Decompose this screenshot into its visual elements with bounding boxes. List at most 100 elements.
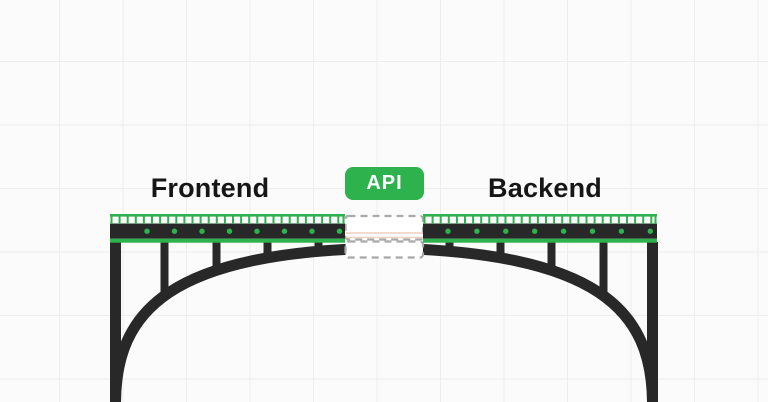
railing-post — [296, 216, 299, 224]
railing-post — [272, 216, 275, 224]
railing-post — [650, 216, 653, 224]
railing-post — [264, 216, 267, 224]
bridge-post — [212, 240, 221, 269]
railing-post — [609, 216, 612, 224]
railing-post — [159, 216, 162, 224]
deck-dot — [589, 228, 596, 234]
railing-post — [528, 216, 531, 224]
bridge-post — [160, 240, 169, 296]
deck-dot — [309, 228, 315, 234]
deck-dot — [144, 228, 150, 234]
railing-post — [496, 216, 499, 224]
railing-post — [472, 216, 475, 224]
deck-dot — [199, 228, 205, 234]
railing-post — [455, 216, 458, 224]
railing-post — [256, 216, 259, 224]
railing-post — [304, 216, 307, 224]
railing-post — [215, 216, 218, 224]
backend-label: Backend — [488, 173, 602, 203]
railing-post — [577, 216, 580, 224]
railing-post — [654, 216, 657, 224]
deck-dot — [532, 228, 538, 234]
railing-post — [634, 216, 637, 224]
deck-dot — [226, 228, 233, 234]
railing-post — [167, 216, 170, 224]
railing-post — [553, 216, 556, 224]
railing-post — [520, 216, 523, 224]
bridge-post — [314, 240, 323, 250]
deck-dot — [254, 228, 260, 234]
bridge-arch — [110, 242, 658, 402]
railing-post — [545, 216, 547, 224]
railing-post — [240, 216, 243, 224]
railing-post — [569, 216, 572, 224]
railing-post — [175, 216, 178, 224]
railing-top-rail — [423, 214, 657, 217]
railing-post — [626, 216, 628, 224]
deck-dot — [560, 228, 567, 234]
railing-post — [488, 216, 491, 224]
bridge-post — [547, 240, 556, 269]
railing-post — [134, 216, 137, 224]
railing-post — [439, 216, 442, 224]
railing-post — [223, 216, 226, 224]
railing-top-rail — [110, 214, 345, 217]
railing-post — [126, 216, 129, 224]
frontend-label: Frontend — [150, 173, 270, 203]
railing-post — [337, 216, 340, 224]
railing-post — [593, 216, 596, 224]
bridge-deck-left — [110, 214, 345, 243]
railing-post — [321, 216, 324, 224]
deck-green-stripe — [423, 238, 657, 243]
railing-post — [561, 216, 564, 224]
deck-dot — [647, 228, 653, 234]
api-badge: API — [345, 167, 424, 200]
deck-dot — [618, 228, 625, 234]
railing-post — [329, 216, 332, 224]
railing-post — [207, 216, 210, 224]
deck-dot — [474, 228, 480, 234]
railing-post — [536, 216, 539, 224]
railing-post — [342, 216, 345, 224]
railing-post — [464, 216, 466, 224]
bridge-post — [445, 240, 454, 250]
bridge-post — [599, 240, 608, 296]
deck-dot — [281, 228, 288, 234]
railing-post — [431, 216, 434, 224]
railing-post — [601, 216, 604, 224]
railing-post — [118, 216, 121, 224]
bridge-pier-right — [647, 242, 658, 402]
railing-post — [313, 216, 315, 224]
railing-post — [151, 216, 153, 224]
railing-post — [512, 216, 515, 224]
bridge-post — [496, 240, 505, 257]
railing-post — [232, 216, 234, 224]
railing-post — [110, 216, 113, 224]
bridge-deck-right — [423, 214, 657, 243]
missing-piece-box-top — [344, 214, 425, 241]
railing-post — [199, 216, 202, 224]
railing-post — [248, 216, 251, 224]
deck-roadway — [423, 223, 657, 239]
deck-dot — [503, 228, 509, 234]
deck-dot — [336, 228, 343, 234]
deck-dot — [171, 228, 178, 234]
deck-dot — [445, 228, 451, 234]
railing-post — [480, 216, 483, 224]
bridge-pier-left — [110, 242, 121, 402]
railing-post — [585, 216, 588, 224]
railing-post — [183, 216, 186, 224]
railing-post — [191, 216, 194, 224]
railing-post — [447, 216, 450, 224]
railing-post — [423, 216, 426, 224]
railing-post — [280, 216, 283, 224]
railing-post — [504, 216, 507, 224]
bridge-post — [263, 240, 272, 257]
railing-post — [142, 216, 145, 224]
railing-post — [288, 216, 291, 224]
deck-green-stripe — [110, 238, 345, 243]
missing-piece-box-bottom — [344, 240, 425, 259]
railing-post — [617, 216, 620, 224]
